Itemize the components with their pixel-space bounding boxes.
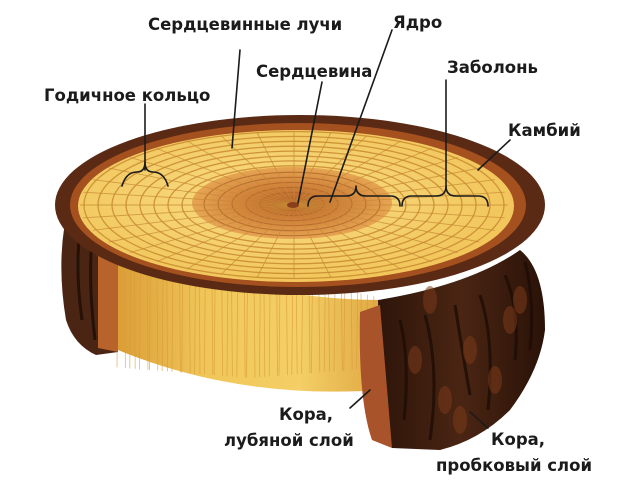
grain-line — [333, 287, 336, 372]
heartwood-ring-line — [203, 171, 381, 237]
label-pith: Сердцевина — [256, 62, 372, 81]
medullary-ray-line — [129, 157, 295, 206]
pith-dot — [287, 202, 299, 208]
medullary-ray-line — [108, 167, 295, 206]
medullary-ray-line — [256, 131, 295, 206]
grain-line — [301, 280, 303, 374]
medullary-ray-line — [293, 135, 368, 206]
medullary-ray-line — [129, 204, 295, 253]
leader-heartwood — [329, 29, 393, 203]
medullary-ray-line — [293, 204, 496, 231]
medullary-ray-line — [83, 191, 295, 206]
medullary-ray-line — [186, 140, 295, 206]
medullary-ray-line — [293, 204, 368, 275]
grain-line — [308, 282, 311, 374]
label-bark-bast-line1: Кора, — [279, 405, 333, 424]
medullary-ray-line — [156, 147, 295, 206]
medullary-ray-line — [293, 204, 505, 219]
grain-line — [328, 286, 330, 372]
label-bark-bast-line2: лубяной слой — [224, 431, 354, 450]
medullary-ray-line — [293, 204, 432, 263]
medullary-ray-line — [293, 167, 480, 206]
grain-line — [323, 285, 326, 372]
bracket-annual-ring — [121, 161, 169, 187]
bark-patch — [423, 286, 437, 314]
heartwood-rings — [203, 171, 381, 237]
medullary-ray-line — [293, 204, 332, 279]
medullary-ray-line — [293, 157, 459, 206]
leader-medullary-rays — [231, 49, 241, 149]
medullary-ray-line — [220, 204, 295, 275]
medullary-ray-line — [220, 135, 295, 206]
grain-line — [341, 289, 343, 371]
heartwood-ring-line — [217, 176, 367, 232]
medullary-ray-line — [293, 140, 402, 206]
grain-line — [350, 291, 353, 370]
medullary-ray-line — [92, 179, 295, 206]
label-heartwood: Ядро — [393, 13, 442, 32]
leader-bark-bast — [349, 389, 371, 409]
bark-crack — [453, 304, 472, 396]
label-bark-cork-line2: пробковый слой — [436, 456, 592, 475]
grain-line — [356, 292, 358, 370]
label-sapwood: Заболонь — [447, 58, 538, 77]
bracket-heartwood — [307, 185, 401, 207]
leader-pith — [297, 81, 323, 204]
bark-patch — [513, 286, 527, 314]
heartwood-ring-line — [245, 186, 339, 222]
bark-patch — [453, 406, 467, 434]
medullary-ray-line — [293, 179, 496, 206]
bark-patch — [408, 346, 422, 374]
bracket-sapwood — [401, 185, 489, 207]
medullary-ray-line — [256, 204, 295, 279]
label-cambium: Камбий — [508, 121, 581, 140]
bark-patch — [463, 336, 477, 364]
medullary-ray-line — [156, 204, 295, 263]
medullary-ray-line — [83, 204, 295, 219]
bark-texture — [76, 229, 534, 441]
label-medullary-rays: Сердцевинные лучи — [148, 15, 342, 34]
medullary-ray-line — [293, 204, 459, 253]
label-bark-cork-line1: Кора, — [491, 430, 545, 449]
grain-line — [311, 282, 313, 374]
bark-crack — [478, 294, 492, 411]
medullary-ray-line — [293, 191, 505, 206]
grain-line — [343, 289, 346, 371]
bark-crack — [523, 261, 534, 351]
medullary-ray-line — [92, 204, 295, 231]
grain-line — [295, 279, 298, 375]
medullary-ray-line — [186, 204, 295, 270]
right-bark-inner-layer — [359, 305, 392, 448]
leader-bark-cork — [469, 411, 489, 429]
heartwood-ring-line — [259, 191, 325, 217]
leader-cambium — [477, 139, 511, 171]
medullary-ray-line — [293, 204, 480, 243]
left-bark-inner-layer — [98, 238, 118, 352]
bark-patch — [488, 366, 502, 394]
medullary-rays — [80, 131, 508, 279]
medullary-ray-line — [293, 204, 402, 270]
bark-crack — [423, 314, 436, 441]
grain-line — [318, 284, 321, 373]
label-annual-ring: Годичное кольцо — [44, 86, 210, 105]
medullary-ray-line — [108, 204, 295, 243]
bark-crack — [398, 319, 408, 421]
heartwood-ring-line — [231, 181, 353, 227]
bark-patch — [438, 386, 452, 414]
bark-patch — [503, 306, 517, 334]
